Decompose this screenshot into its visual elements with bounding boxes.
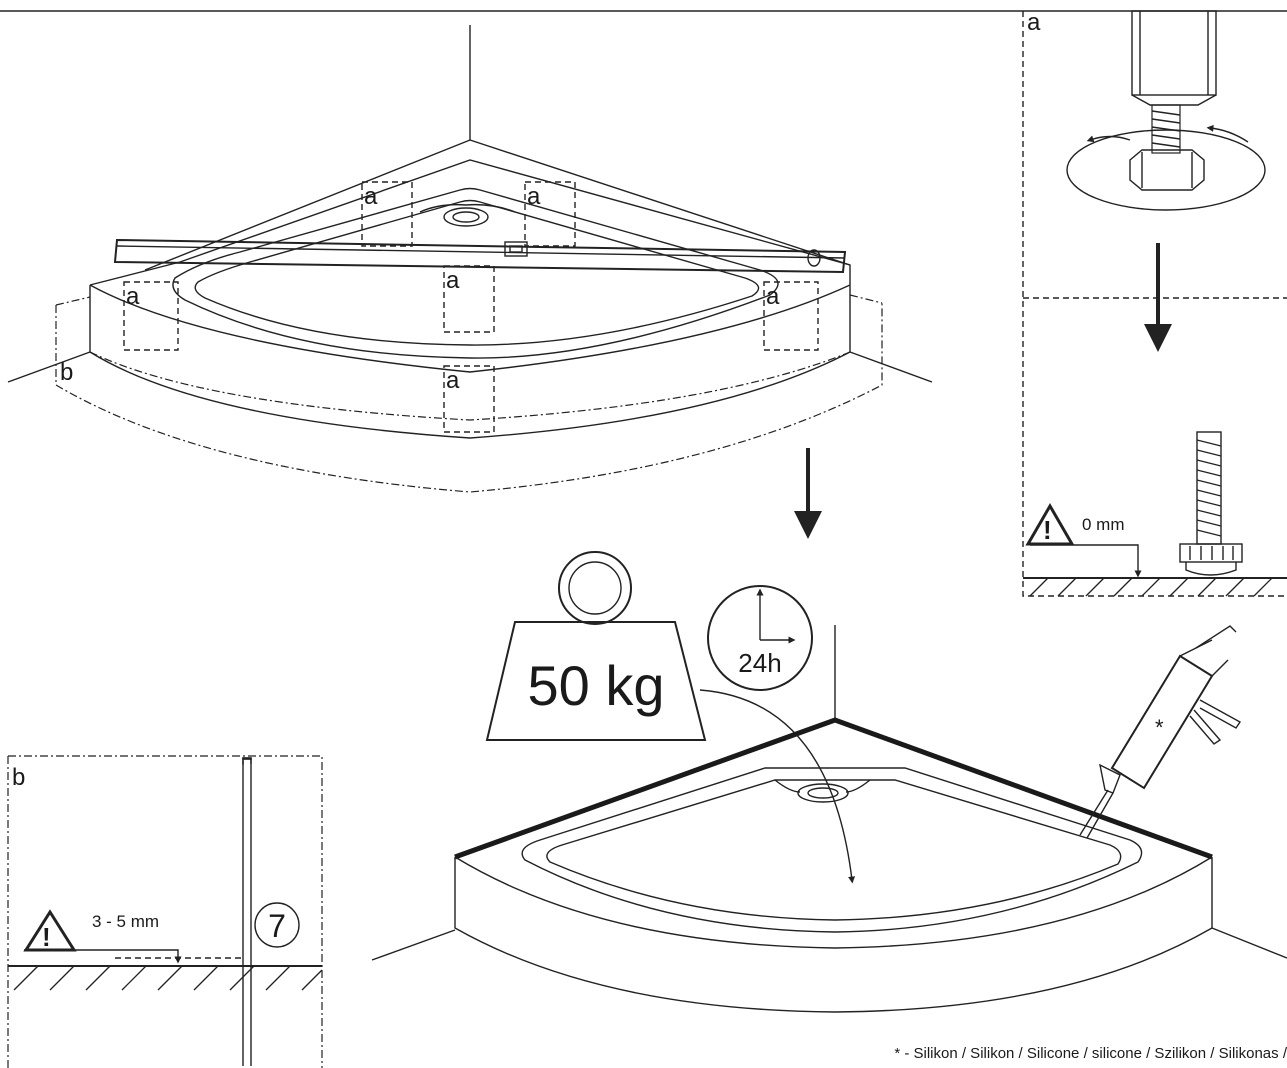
timer-label: 24h xyxy=(738,648,781,678)
adjustable-foot-icon xyxy=(1066,10,1266,211)
label-a-6: a xyxy=(446,367,460,394)
label-a-2: a xyxy=(527,183,541,210)
label-a-1: a xyxy=(364,183,378,210)
step-number-badge xyxy=(254,902,300,948)
step-number: 7 xyxy=(268,908,286,944)
clearance-3-5mm: 3 - 5 mm xyxy=(92,912,159,931)
panel-b-label: b xyxy=(12,764,25,791)
label-b-main: b xyxy=(60,359,73,386)
leveling-illustration: a a a a a a b xyxy=(7,25,933,493)
sealant-marker: * xyxy=(1155,715,1164,740)
warning-icon: ! xyxy=(1025,503,1075,546)
weight-icon: 50 kg xyxy=(485,551,707,741)
label-a-5: a xyxy=(766,283,780,310)
label-a-3: a xyxy=(446,267,460,294)
warning-icon: ! xyxy=(23,909,77,952)
clock-icon: 24h xyxy=(707,585,813,691)
clearance-0mm: 0 mm xyxy=(1082,515,1125,534)
svg-text:!: ! xyxy=(42,922,51,952)
label-a-4: a xyxy=(126,283,140,310)
silicone-gun-icon: * xyxy=(1079,625,1242,839)
sealant-footnote: * - Silikon / Silikon / Silicone / silic… xyxy=(894,1045,1287,1062)
panel-b: b ! xyxy=(7,755,323,1068)
panel-a: a xyxy=(1022,9,1287,597)
curing-illustration: 50 kg 24h * xyxy=(371,551,1287,1013)
panel-a-label: a xyxy=(1027,9,1041,36)
level-tool-icon xyxy=(113,238,847,274)
svg-text:!: ! xyxy=(1043,515,1052,545)
weight-label: 50 kg xyxy=(528,654,665,717)
